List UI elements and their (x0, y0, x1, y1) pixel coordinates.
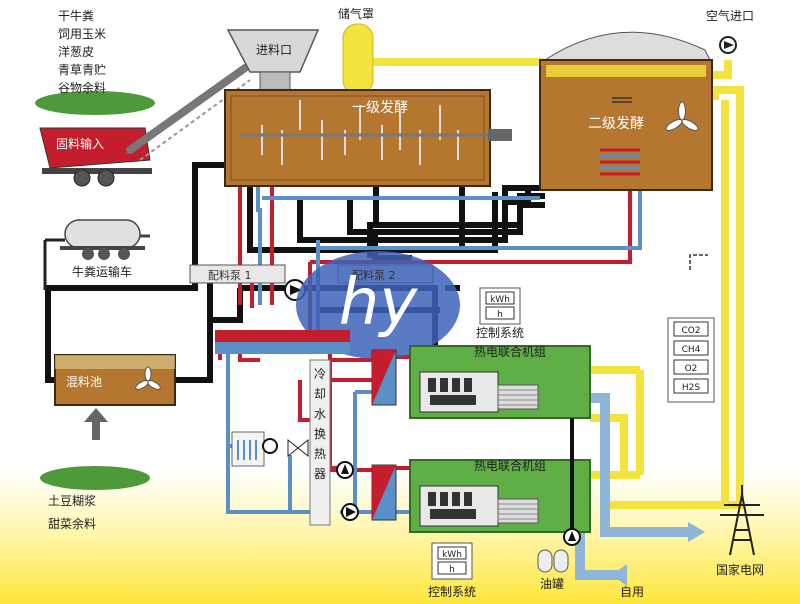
feedstock-1: 干牛粪 (58, 8, 94, 23)
mixing-tank (54, 354, 176, 406)
gas-holder-label: 储气罩 (338, 6, 374, 21)
gas-sensor-cells (673, 321, 709, 394)
gas-holder (342, 23, 374, 95)
chp-unit-1 (409, 345, 591, 419)
cooling-hx-label: 冷却水换热器 (314, 367, 326, 481)
feedstock-3: 洋葱皮 (58, 44, 94, 59)
hy-logo-text: hy (339, 266, 419, 340)
feed-pump-1 (189, 264, 286, 284)
control-valve (287, 438, 309, 458)
meter-h-top: h (497, 310, 503, 320)
feedstock-mound-top (35, 91, 155, 115)
control-label-bottom: 控制系统 (428, 585, 476, 599)
chp-label-1: 热电联合机组 (474, 344, 546, 359)
radiator-unit (231, 431, 265, 467)
feedstock-bottom-2: 甜菜余料 (48, 516, 96, 531)
feedstock-bottom-1: 土豆糊浆 (48, 493, 96, 508)
secondary-digester (539, 31, 713, 191)
oil-tanks (537, 549, 569, 573)
meter-kwh-bottom: kWh (442, 550, 462, 560)
feedstock-bottom-list: 土豆糊浆 甜菜余料 (48, 493, 96, 531)
plate-heat-exchanger-2 (371, 464, 397, 521)
sensor-o2: O2 (685, 364, 698, 374)
feedstock-top-list: 干牛粪 饲用玉米 洋葱皮 青草青贮 谷物余料 (58, 8, 106, 95)
mixing-tank-label: 混料池 (66, 375, 102, 389)
feed-hopper (226, 29, 320, 73)
control-meter-bottom (431, 542, 473, 580)
grid-label: 国家电网 (716, 562, 764, 577)
cold-manifold (215, 342, 350, 354)
feedstock-5: 谷物余料 (58, 80, 106, 95)
oil-pump-arrow (568, 531, 576, 541)
meter-kwh-top: kWh (490, 295, 510, 305)
chp-unit-2 (409, 459, 591, 533)
sensor-co2: CO2 (681, 326, 700, 336)
air-inlet-label: 空气进口 (706, 8, 754, 23)
mixing-tank-inlet-arrow-head (84, 408, 108, 422)
plate-heat-exchanger-1 (371, 349, 397, 406)
manure-truck-label: 牛粪运输车 (72, 264, 132, 279)
feed-port-label: 进料口 (256, 43, 292, 57)
feed-hopper-neck (259, 71, 291, 91)
sensor-link (689, 254, 708, 270)
manure-truck (60, 219, 150, 260)
grid-arrow-head (688, 522, 705, 542)
feed-pump-1-arrow (290, 285, 302, 295)
feedstock-4: 青草青贮 (58, 62, 106, 77)
sensor-ch4: CH4 (682, 345, 701, 355)
cooling-heat-exchanger (309, 359, 331, 526)
control-label-top: 控制系统 (476, 326, 524, 340)
air-inlet-pump-arrow (724, 41, 734, 49)
primary-digester (224, 89, 512, 187)
primary-digester-label: 一级发酵 (352, 100, 408, 116)
oil-tank-label: 油罐 (540, 577, 564, 591)
chp-label-2: 热电联合机组 (474, 458, 546, 473)
valve-pump (262, 438, 278, 454)
feedstock-mound-bottom (40, 466, 150, 490)
cold-water-pipes (226, 180, 642, 514)
cold-loop-pump-arrow (346, 507, 356, 517)
hot-loop-pump-1-arrow (341, 464, 349, 474)
feedstock-2: 饲用玉米 (58, 27, 106, 41)
sensor-h2s: H2S (682, 383, 700, 393)
secondary-digester-label: 二级发酵 (588, 116, 644, 132)
pump2-label: 配料泵 2 (352, 268, 396, 282)
meter-h-bottom: h (449, 565, 455, 575)
control-meter-top (479, 287, 521, 325)
self-use-label: 自用 (620, 585, 644, 599)
pump1-label: 配料泵 1 (208, 268, 252, 282)
hot-manifold (215, 330, 350, 342)
power-pylon-icon (720, 485, 764, 556)
feed-in-label: 固料输入 (56, 136, 104, 151)
